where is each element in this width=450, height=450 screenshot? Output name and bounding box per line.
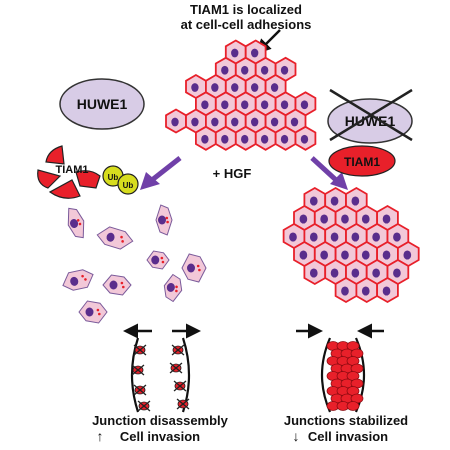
scattered-cell [155,204,173,236]
scattered-cells [62,204,207,324]
left-outcome-line-2: Cell invasion [120,429,200,444]
ubiquitin-chain: Ub Ub [102,165,139,195]
tiam1-degraded-left: TIAM1 [37,145,101,199]
epithelial-cell [165,108,187,134]
left-outcome-line-1: Junction disassembly [92,413,229,428]
scattered-cell [163,273,183,303]
epithelial-cell [376,204,399,232]
disassembled-junction [133,384,147,396]
scattered-cell [146,250,170,270]
disassembled-junction [131,364,145,376]
epithelial-cell [264,108,287,134]
title-line-2: at cell-cell adhesions [181,17,312,32]
disassembled-junction [137,400,151,412]
epithelial-cell [224,108,247,134]
huwe1-right-knockdown: HUWE1 [327,88,413,144]
junction-disassembly-schematic [123,323,201,413]
svg-text:TIAM1: TIAM1 [56,164,89,176]
epithelial-cell [214,56,237,82]
scattered-cell [181,253,207,283]
left-up-arrow: ↑ [97,428,104,444]
epithelial-cell [294,125,317,151]
scattered-cell [102,274,132,296]
disassembled-junction [176,398,190,410]
disassembled-junction [173,380,187,392]
epithelial-cell [244,39,267,65]
tiam1-stable-right: TIAM1 [328,145,396,177]
disassembled-junction [133,344,147,356]
svg-text:TIAM1: TIAM1 [344,155,380,169]
epithelial-cell [234,125,257,151]
epithelial-cell [334,276,358,304]
right-outcome-line-2: Cell invasion [308,429,388,444]
right-outcome-line-1: Junctions stabilized [284,413,408,428]
title-line-1: TIAM1 is localized [190,2,302,17]
svg-text:Ub: Ub [108,173,119,182]
scattered-cell [96,226,134,250]
epithelial-cell [376,276,399,304]
left-branch-arrow [140,156,182,190]
junction-stabilized-schematic [296,323,384,413]
epithelial-cell [224,39,247,65]
huwe1-left: HUWE1 [59,78,145,130]
epithelial-cell [284,108,307,134]
right-branch-arrow [310,156,348,190]
epithelial-cell [355,276,379,304]
epithelial-cell [194,125,217,151]
svg-text:HUWE1: HUWE1 [345,113,396,129]
epithelial-cell [254,125,277,151]
right-down-arrow: ↓ [293,428,300,444]
disassembled-junction [169,362,183,374]
svg-text:HUWE1: HUWE1 [77,96,128,112]
epithelial-cluster-right [282,186,420,304]
scattered-cell [67,207,85,239]
epithelial-cell [214,125,237,151]
epithelial-cell [303,258,327,286]
stabilized-junction [346,401,360,411]
epithelial-cluster-center [165,39,317,151]
epithelial-cell [303,186,327,214]
disassembled-junction [171,344,185,356]
scattered-cell [62,269,94,291]
scattered-cell [78,300,108,324]
epithelial-cell [274,125,297,151]
svg-text:Ub: Ub [123,181,134,190]
hgf-stimulus-label: + HGF [213,166,252,181]
